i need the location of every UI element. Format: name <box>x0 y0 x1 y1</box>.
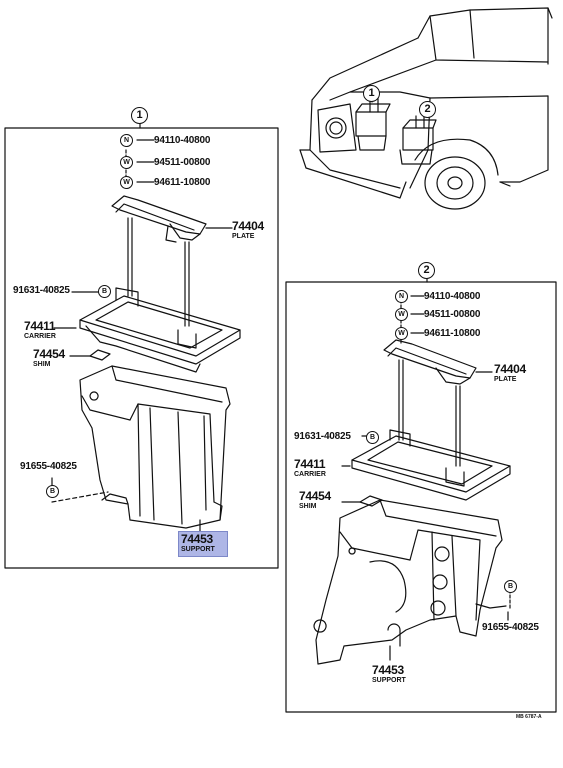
panel-2-frame <box>285 281 557 713</box>
vehicle-sketch <box>299 7 553 210</box>
spring-washer-symbol-icon: W <box>395 327 408 340</box>
panel2-nut-part-number: 94110-40800 <box>424 291 481 302</box>
panel1-plate-part-number: 74404 <box>232 219 264 233</box>
callout-marker-1: 1 <box>131 107 148 124</box>
nut-symbol-icon: N <box>120 134 133 147</box>
panel1-washer-part-number: 94511-00800 <box>154 157 211 168</box>
panel2-shim-name: SHIM <box>299 503 317 510</box>
panel-1-art <box>51 139 241 533</box>
panel1-carrier-part-number: 74411 <box>24 319 56 333</box>
panel2-support-name: SUPPORT <box>372 677 406 684</box>
panel1-support-name[interactable]: SUPPORT <box>181 546 215 553</box>
panel1-nut-part-number: 94110-40800 <box>154 135 211 146</box>
vehicle-callout-marker-1: 1 <box>363 85 380 102</box>
panel2-plate-part-number: 74404 <box>494 362 526 376</box>
panel2-spring-washer-part-number: 94611-10800 <box>424 328 481 339</box>
panel1-plate-name: PLATE <box>232 233 255 240</box>
panel2-washer-part-number: 94511-00800 <box>424 309 481 320</box>
bolt-symbol-icon: B <box>366 431 379 444</box>
panel1-bolt2-part-number: 91655-40825 <box>20 461 77 472</box>
support-highlight[interactable] <box>178 531 228 557</box>
washer-symbol-icon: W <box>120 156 133 169</box>
panel1-shim-name: SHIM <box>33 361 51 368</box>
nut-symbol-icon: N <box>395 290 408 303</box>
panel1-shim-part-number: 74454 <box>33 347 65 361</box>
washer-symbol-icon: W <box>395 308 408 321</box>
panel2-support-part-number: 74453 <box>372 663 404 677</box>
panel1-spring-washer-part-number: 94611-10800 <box>154 177 211 188</box>
panel2-carrier-name: CARRIER <box>294 471 326 478</box>
panel2-shim-part-number: 74454 <box>299 489 331 503</box>
drawing-code: MB 6787-A <box>516 714 542 720</box>
bolt2-symbol-icon: B <box>46 485 59 498</box>
panel-1-frame <box>4 127 279 569</box>
bolt-symbol-icon: B <box>98 285 111 298</box>
panel2-carrier-part-number: 74411 <box>294 457 326 471</box>
panel1-support-part-number[interactable]: 74453 <box>181 532 213 546</box>
vehicle-callout-marker-2: 2 <box>419 101 436 118</box>
panel1-bolt-part-number: 91631-40825 <box>13 285 70 296</box>
panel2-bolt2-part-number: 91655-40825 <box>482 622 539 633</box>
panel1-carrier-name: CARRIER <box>24 333 56 340</box>
spring-washer-symbol-icon: W <box>120 176 133 189</box>
panel2-plate-name: PLATE <box>494 376 517 383</box>
bolt2-symbol-icon: B <box>504 580 517 593</box>
panel-2-art <box>313 295 511 665</box>
callout-marker-2: 2 <box>418 262 435 279</box>
panel2-bolt-part-number: 91631-40825 <box>294 431 351 442</box>
